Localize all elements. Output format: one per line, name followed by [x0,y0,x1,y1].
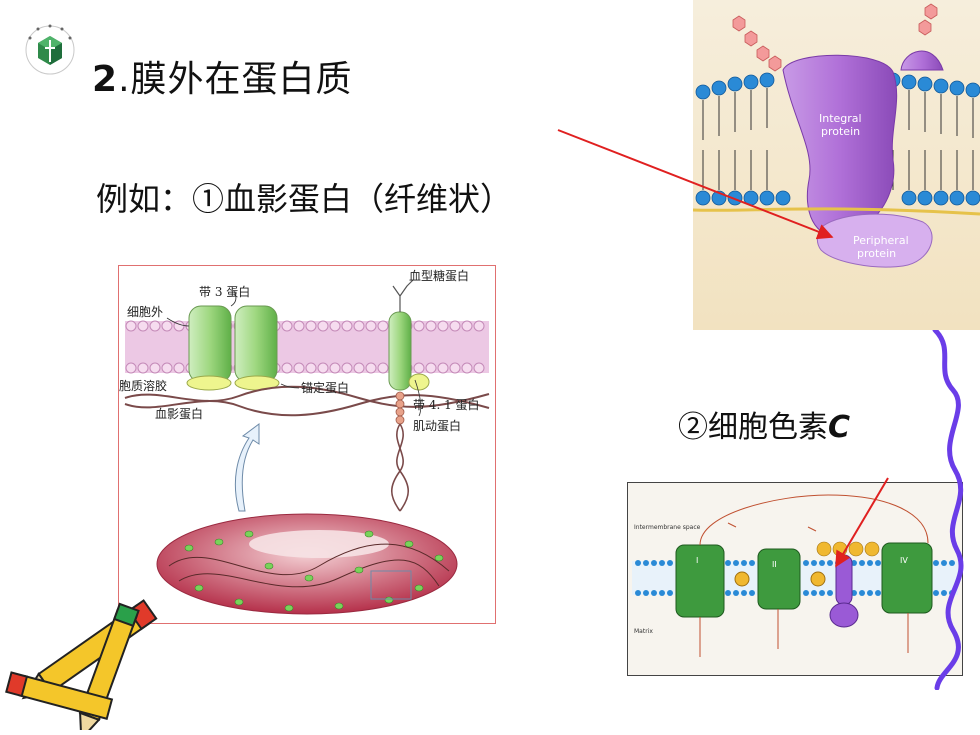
label-matrix: Matrix [634,628,653,635]
ubiquinone-2 [810,571,826,587]
electron-transport-figure: Intermembrane space Matrix I II IV [627,482,963,676]
actin-filament [395,391,405,425]
band3-protein-1 [188,305,232,383]
label-glycophorin: 血型糖蛋白 [409,268,469,283]
example-text: 例如：①血影蛋白（纤维状） [96,180,513,218]
decorative-brace [932,330,964,690]
cytochrome-letter: C [828,410,851,445]
cell-network [168,543,450,588]
label-integral-1: Integral [819,112,862,125]
title-text: .膜外在蛋白质 [118,59,353,100]
pencils-clipart-icon [5,599,158,730]
complex-4 [881,542,933,614]
zoom-box [370,570,412,600]
ubiquinone-1 [734,571,750,587]
label-complex-1: I [696,556,698,565]
title-number: 2 [92,59,119,100]
sugar-chain [732,3,938,72]
label-spectrin: 血影蛋白 [155,406,203,421]
label-complex-2: II [772,560,777,569]
label-extracellular: 细胞外 [127,305,163,319]
red-blood-cell [156,513,458,615]
label-peripheral-2: protein [857,247,896,260]
complex-2 [757,548,801,610]
band3-protein-2 [234,305,278,383]
ankyrin-shape-1 [186,375,232,391]
label-intermembrane: Intermembrane space [634,524,701,531]
electron-flow-lines [699,494,929,657]
label-peripheral-1: Peripheral [853,234,909,247]
spectrin-fiber-2 [124,394,490,417]
complex-3-base [829,602,859,628]
actin-strand-2 [396,423,410,512]
peripheral-protein [816,213,933,268]
label-band41: 带 4. 1 蛋白 [413,397,480,412]
spectrin-membrane-figure: 带 3 蛋白 血型糖蛋白 细胞外 胞质溶胶 锚定蛋白 血影蛋白 带 4. 1 蛋… [118,265,496,624]
complex-3 [835,554,853,606]
cytochrome-text: ②细胞色素 [678,410,828,445]
label-integral-2: protein [821,125,860,138]
spectrin-fiber [124,385,490,408]
label-ankyrin: 锚定蛋白 [301,380,349,395]
cytochrome-text-line: ②细胞色素C [678,402,850,446]
label-band3: 带 3 蛋白 [199,284,250,299]
university-logo [25,24,75,75]
zoom-arrow [234,423,260,512]
label-actin: 肌动蛋白 [413,418,461,433]
second-protein [900,50,944,71]
label-complex-4: IV [900,556,908,565]
membrane-heads [635,560,955,596]
complex-1 [675,544,725,618]
label-cytoplasm: 胞质溶胶 [119,378,167,393]
slide-title: 2.膜外在蛋白质 [92,50,353,102]
red-blood-cell-center [249,530,389,558]
glycophorin-protein [388,311,412,391]
band41-shape [408,373,430,391]
glycan-chain [392,279,414,312]
membrane-protein-figure: Integral protein Peripheral protein [693,0,980,330]
